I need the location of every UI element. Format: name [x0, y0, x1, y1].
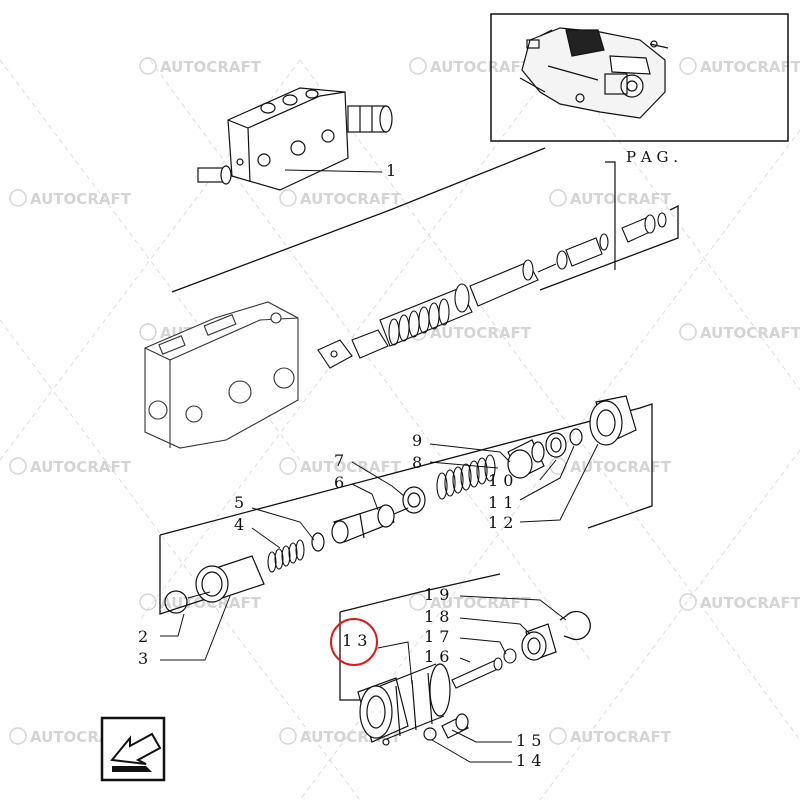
callout-7: 7: [334, 451, 344, 470]
watermark-text: AUTOCRAFT: [430, 324, 532, 342]
small-spring: [267, 539, 305, 573]
watermark-text: AUTOCRAFT: [700, 594, 800, 612]
sleeve: [195, 555, 265, 603]
callout-17: 1 7: [424, 627, 449, 646]
spool-assembly: [317, 212, 667, 369]
callout-10: 1 0: [488, 471, 513, 490]
exploded-border-upper: [171, 147, 546, 293]
spring-cup: [507, 439, 545, 479]
exploded-border-right: [539, 204, 679, 291]
lower-group-border: [339, 573, 501, 613]
callout-4: 4: [234, 515, 244, 534]
watermark-text: AUTOCRAFT: [570, 458, 672, 476]
pag-bracket: [605, 161, 616, 270]
washer: [402, 486, 426, 514]
arrow-down-left-icon[interactable]: [100, 716, 166, 782]
coil-spring: [436, 454, 496, 500]
screw: [451, 648, 517, 689]
watermark-text: AUTOCRAFT: [700, 324, 800, 342]
callout-6: 6: [334, 473, 344, 492]
leader-lines: [160, 443, 599, 763]
callout-18: 1 8: [424, 607, 449, 626]
valve-body-middle: [144, 301, 299, 449]
callout-2: 2: [138, 627, 148, 646]
watermark-text: AUTOCRAFT: [300, 458, 402, 476]
bolt: [423, 713, 469, 741]
watermark-text: AUTOCRAFT: [300, 190, 402, 208]
plunger: [331, 504, 409, 544]
callout-16: 1 6: [424, 647, 449, 666]
callout-labels: 9 8 7 6 5 4 2 3 1 0 1 1 1 2 1 3 1 9 1 8 …: [138, 431, 541, 770]
exploded-border-lower: [159, 403, 653, 536]
bushing: [521, 623, 557, 661]
callout-13: 1 3: [342, 631, 367, 650]
snap-ring: [164, 590, 188, 614]
watermark-text: AUTOCRAFT: [700, 58, 800, 76]
callout-1: 1: [386, 161, 396, 180]
filter-housing: [357, 663, 451, 746]
callout-8: 8: [412, 453, 422, 472]
watermark-text: AUTOCRAFT: [160, 58, 262, 76]
seal-ring: [545, 428, 583, 458]
leader-line: [284, 169, 383, 173]
watermark-text: AUTOCRAFT: [430, 58, 532, 76]
watermark-text: AUTOCRAFT: [570, 190, 672, 208]
end-cap: [589, 395, 637, 446]
callout-9: 9: [412, 431, 422, 450]
reference-label: P A G .: [626, 148, 678, 166]
valve-body-top: [197, 87, 393, 191]
highlight-circle: [330, 618, 378, 666]
lower-group-border: [339, 612, 360, 701]
callout-12: 1 2: [488, 513, 513, 532]
watermark-text: AUTOCRAFT: [30, 458, 132, 476]
watermark-text: AUTOCRAFT: [570, 728, 672, 746]
callout-15: 1 5: [516, 731, 541, 750]
axis-line: [187, 591, 211, 599]
exploded-border-lower-left: [159, 535, 216, 615]
callout-3: 3: [138, 649, 148, 668]
watermark-text: AUTOCRAFT: [30, 190, 132, 208]
callout-11: 1 1: [488, 493, 513, 512]
callout-14: 1 4: [516, 751, 541, 770]
callout-19: 1 9: [424, 585, 449, 604]
callout-5: 5: [234, 493, 244, 512]
tractor-hitch-inset-icon: [490, 13, 789, 142]
o-ring: [311, 532, 325, 552]
